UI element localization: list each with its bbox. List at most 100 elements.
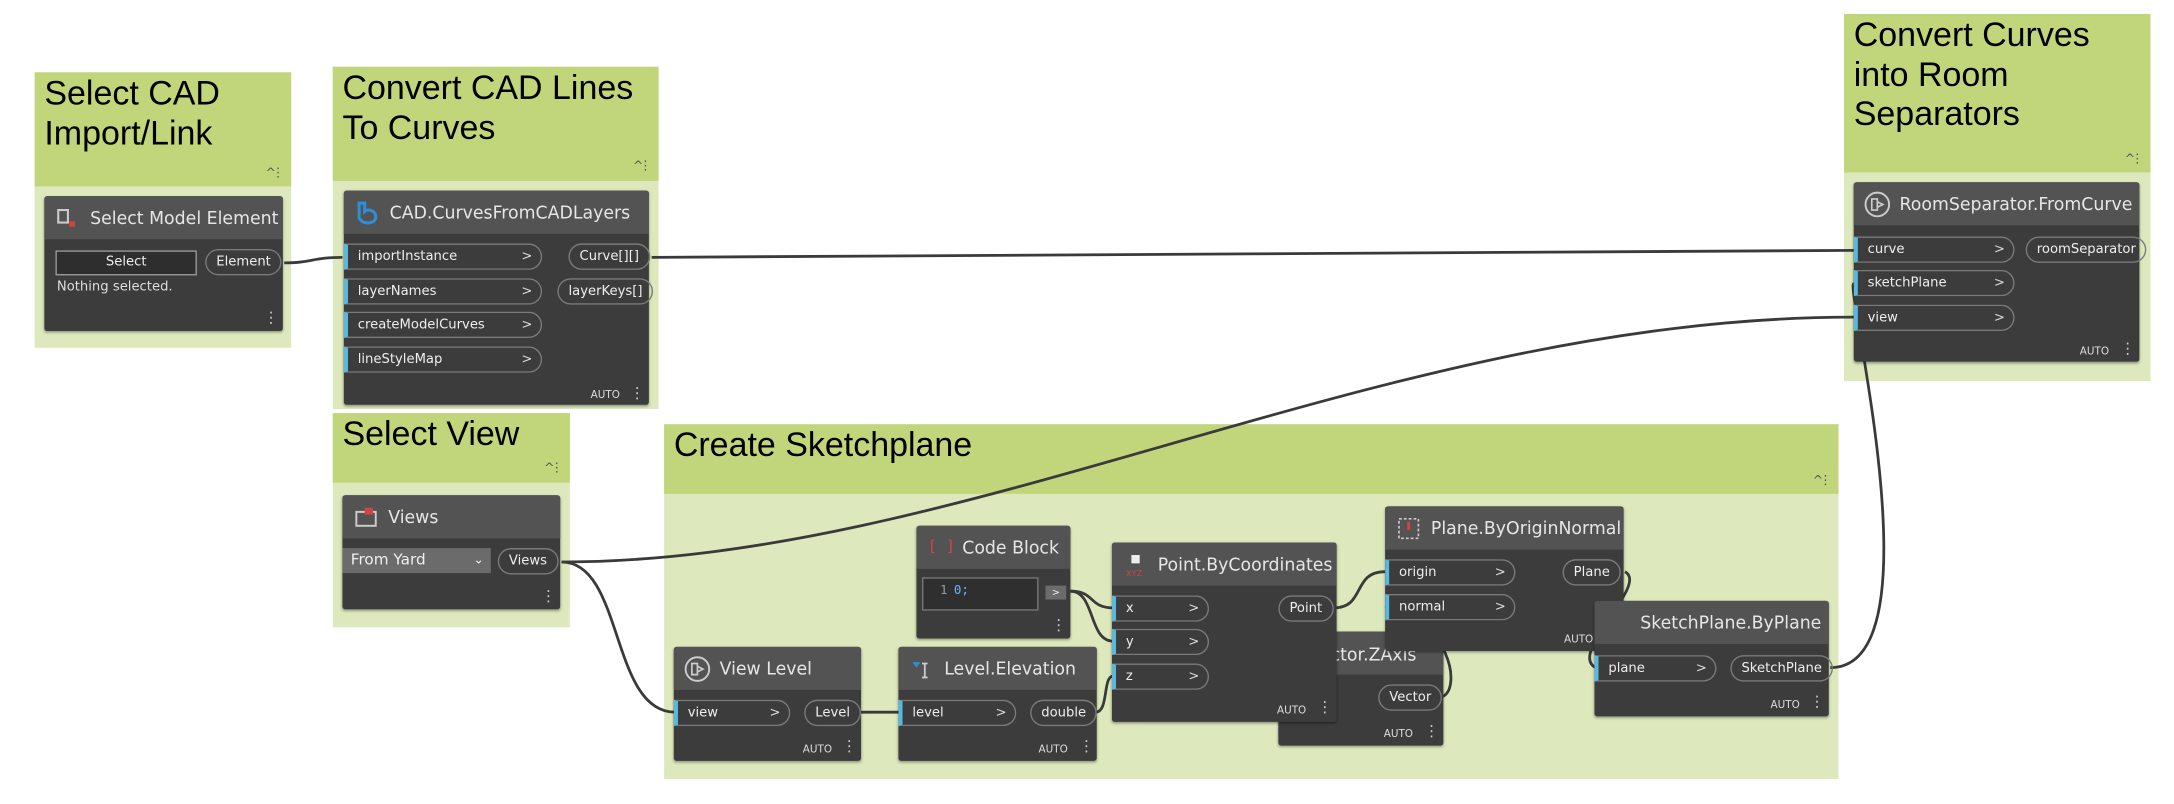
node-menu-icon[interactable]: ⋮ [629, 383, 645, 402]
node-roomseparator-fromcurve[interactable]: RoomSeparator.FromCurve curve> sketchPla… [1853, 182, 2147, 362]
node-title: Point.ByCoordinates [1157, 553, 1333, 575]
code-editor[interactable]: 1 0; [922, 577, 1039, 611]
group-select-cad[interactable]: Select CAD Import/Link ^ ⋮ [34, 72, 292, 348]
node-views[interactable]: Views From Yard ⌄ Views ⋮ [342, 495, 561, 610]
input-linestylemap[interactable]: lineStyleMap> [343, 346, 543, 373]
lacing-label[interactable]: AUTO [1038, 742, 1068, 756]
input-y[interactable]: y> [1111, 628, 1210, 656]
chevron-down-icon: ⌄ [473, 553, 484, 568]
wire-element-to-importinstance[interactable] [284, 255, 343, 265]
collapse-icon[interactable]: ^ [544, 461, 555, 476]
menu-icon[interactable]: ⋮ [1819, 474, 1832, 489]
node-title: RoomSeparator.FromCurve [1899, 193, 2133, 215]
node-menu-icon[interactable]: ⋮ [1050, 616, 1067, 635]
output-sketchplane[interactable]: SketchPlane [1730, 655, 1834, 682]
output-roomseparator[interactable]: roomSeparator [2025, 236, 2147, 263]
wire-point-to-origin[interactable] [1333, 570, 1386, 610]
node-code-block[interactable]: [ ] Code Block 1 0; > ⋮ [916, 525, 1071, 639]
menu-icon[interactable]: ⋮ [639, 159, 652, 174]
group-title: Convert Curves into Room Separators [1853, 16, 2090, 134]
output-double[interactable]: double [1030, 699, 1098, 727]
menu-icon[interactable]: ⋮ [550, 461, 563, 476]
wire-code-to-y[interactable] [1070, 589, 1114, 643]
output-views[interactable]: Views [497, 548, 559, 575]
input-sketchplane[interactable]: sketchPlane> [1853, 269, 2015, 297]
output-element[interactable]: Element [205, 248, 282, 276]
lacing-label[interactable]: AUTO [1383, 727, 1413, 741]
node-menu-icon[interactable]: ⋮ [2119, 339, 2136, 358]
output-level[interactable]: Level [804, 699, 862, 727]
views-icon [355, 507, 377, 527]
input-view[interactable]: view> [673, 699, 791, 727]
svg-text:XYZ: XYZ [1126, 568, 1143, 578]
output-vector[interactable]: Vector [1378, 684, 1443, 711]
node-title: Select Model Element [90, 207, 279, 229]
lacing-label[interactable]: AUTO [590, 388, 620, 401]
node-point-bycoordinates[interactable]: XYZ Point.ByCoordinates x> y> z> Point A… [1111, 542, 1337, 722]
group-title: Select View [342, 415, 520, 454]
select-element-icon [57, 208, 75, 227]
wire-double-to-z[interactable] [1094, 674, 1114, 714]
revit-element-icon [1864, 191, 1891, 218]
input-curve[interactable]: curve> [1853, 236, 2015, 263]
lacing-label[interactable]: AUTO [802, 742, 833, 756]
input-layernames[interactable]: layerNames> [343, 278, 543, 305]
wire-views-to-viewlevel[interactable] [561, 560, 676, 714]
input-createmodelcurves[interactable]: createModelCurves> [343, 311, 543, 339]
node-cad-curves-from-cad-layers[interactable]: CAD.CurvesFromCADLayers importInstance> … [343, 190, 654, 405]
node-plane-byoriginnormal[interactable]: Plane.ByOriginNormal origin> normal> Pla… [1385, 506, 1624, 651]
input-origin[interactable]: origin> [1385, 559, 1516, 586]
collapse-icon[interactable]: ^ [265, 166, 276, 181]
code-block-icon: [ ] [927, 536, 956, 556]
input-normal[interactable]: normal> [1385, 593, 1516, 621]
output-plane[interactable]: Plane [1562, 559, 1621, 586]
revit-element-icon [684, 656, 711, 682]
lacing-label[interactable]: AUTO [1276, 703, 1307, 717]
node-menu-icon[interactable]: ⋮ [263, 308, 279, 327]
node-title: CAD.CurvesFromCADLayers [389, 201, 631, 223]
select-button[interactable]: Select [55, 250, 197, 276]
node-view-level[interactable]: View Level view> Level AUTO ⋮ [673, 646, 862, 761]
node-menu-icon[interactable]: ⋮ [1809, 692, 1825, 711]
node-menu-icon[interactable]: ⋮ [1423, 721, 1440, 741]
plane-icon [1398, 518, 1420, 540]
views-dropdown[interactable]: From Yard ⌄ [342, 548, 491, 574]
wire-views-to-view[interactable] [561, 315, 1854, 564]
node-menu-icon[interactable]: ⋮ [1078, 737, 1094, 756]
input-view[interactable]: view> [1853, 304, 2015, 332]
node-sketchplane-byplane[interactable]: SketchPlane.ByPlane plane> SketchPlane A… [1594, 600, 1834, 717]
input-x[interactable]: x> [1111, 595, 1210, 622]
node-title: Level.Elevation [944, 657, 1076, 679]
lacing-label[interactable]: AUTO [1770, 698, 1800, 711]
input-importinstance[interactable]: importInstance> [343, 243, 543, 270]
node-menu-icon[interactable]: ⋮ [540, 587, 556, 606]
node-select-model-element[interactable]: Select Model Element Select Element Noth… [44, 196, 283, 332]
output-point[interactable]: Point [1278, 595, 1334, 622]
output-code[interactable]: > [1045, 585, 1067, 600]
input-z[interactable]: z> [1111, 663, 1210, 690]
menu-icon[interactable]: ⋮ [271, 166, 285, 181]
point-icon: XYZ [1126, 555, 1143, 578]
node-menu-icon[interactable]: ⋮ [841, 737, 857, 756]
output-curves[interactable]: Curve[][] [568, 243, 651, 270]
input-level[interactable]: level> [898, 699, 1017, 727]
menu-icon[interactable]: ⋮ [2131, 153, 2144, 167]
node-level-elevation[interactable]: Level.Elevation level> double AUTO ⋮ [898, 646, 1098, 761]
node-menu-icon[interactable]: ⋮ [1317, 698, 1333, 717]
node-title: Code Block [962, 536, 1060, 558]
group-title: Create Sketchplane [673, 427, 973, 465]
wire-curves-to-curve[interactable] [651, 248, 1854, 259]
lacing-label[interactable]: AUTO [1563, 632, 1594, 646]
lacing-label[interactable]: AUTO [2079, 344, 2110, 358]
line-number: 1 [940, 584, 948, 599]
output-layerkeys[interactable]: layerKeys[] [557, 278, 654, 305]
collapse-icon[interactable]: ^ [2124, 153, 2136, 167]
collapse-icon[interactable]: ^ [632, 159, 644, 174]
group-title: Select CAD Import/Link [44, 75, 220, 153]
code-text: 0; [953, 584, 969, 599]
node-title: Views [388, 506, 439, 528]
selection-status: Nothing selected. [56, 279, 173, 295]
input-plane[interactable]: plane> [1594, 655, 1717, 682]
collapse-icon[interactable]: ^ [1812, 474, 1824, 489]
